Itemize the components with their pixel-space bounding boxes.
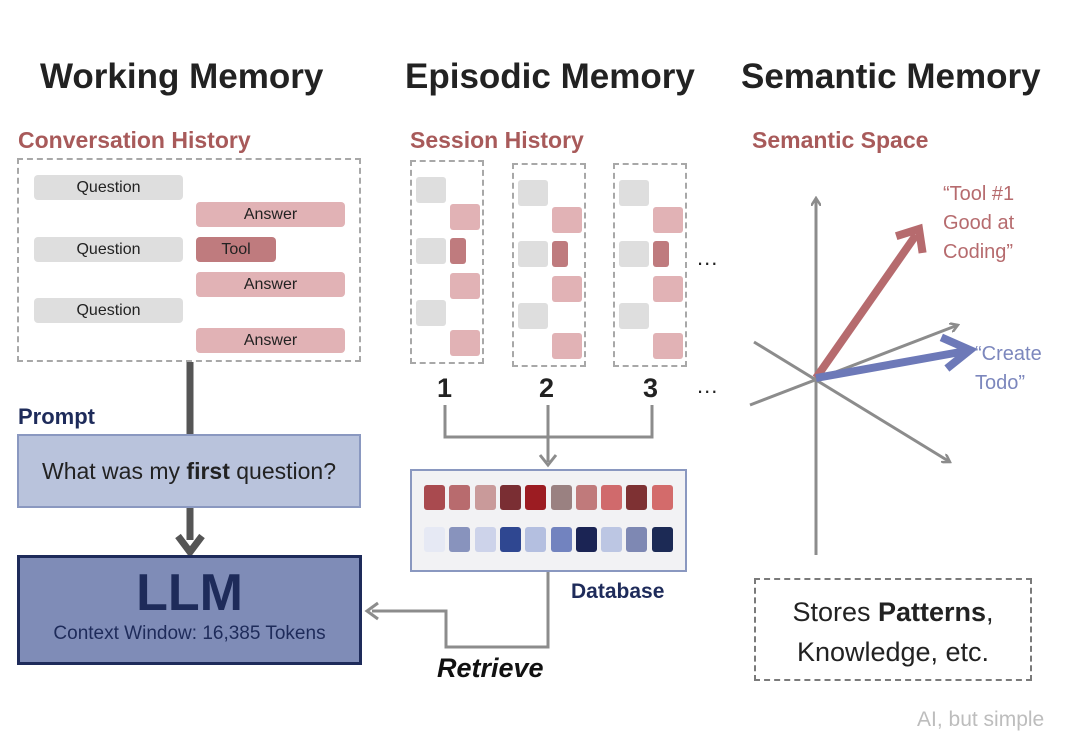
session-answer-block [552, 333, 582, 359]
database-cell [575, 527, 597, 552]
merge-to-database-arrowhead [538, 454, 558, 468]
answer-pill-3: Answer [196, 328, 345, 353]
session-answer-block [653, 333, 683, 359]
session-tool-block [450, 238, 466, 264]
question-pill-1: Question [34, 175, 183, 200]
database-cell [499, 485, 521, 510]
stores-text-line2: Knowledge, etc. [796, 637, 990, 667]
episodic-memory-title: Episodic Memory [405, 57, 695, 96]
stores-text-bold: Patterns [877, 597, 987, 627]
vector-create-todo-arrowhead [939, 333, 978, 372]
retrieve-arrowhead [364, 601, 379, 621]
vector-create-todo [815, 347, 967, 382]
session-question-block [518, 303, 548, 329]
database-cell [474, 527, 496, 552]
database-cell [575, 485, 597, 510]
session-answer-block [450, 204, 480, 230]
prompt-box: What was my first question? [17, 434, 361, 508]
llm-title: LLM [136, 564, 243, 622]
database-cell [651, 485, 673, 510]
conversation-history-title: Conversation History [18, 127, 251, 153]
prompt-text-bold: first [186, 457, 230, 484]
working-memory-title: Working Memory [40, 57, 324, 96]
question-pill-2: Question [34, 237, 183, 262]
session-history-title: Session History [410, 127, 584, 153]
session-question-block [518, 180, 548, 206]
session-panel-1 [410, 160, 484, 364]
prompt-text-end: question? [229, 457, 336, 484]
session-panel-2 [512, 163, 586, 367]
question-pill-3: Question [34, 298, 183, 323]
semantic-space-plot [749, 180, 978, 555]
tool-pill: Tool [196, 237, 276, 262]
database-cell [525, 527, 547, 552]
session-answer-block [653, 276, 683, 302]
stores-text-start: Stores [792, 597, 878, 627]
database-box [410, 469, 687, 572]
session-answer-block [552, 207, 582, 233]
retrieve-label: Retrieve [437, 653, 544, 683]
session-tool-block [653, 241, 669, 267]
vector-create-todo-label: “Create Todo” [975, 340, 1042, 398]
database-cell [550, 527, 572, 552]
axis-diagonal-up [749, 325, 958, 407]
database-cell [626, 527, 648, 552]
session-question-block [619, 180, 649, 206]
database-cell [449, 527, 471, 552]
session-tool-block [552, 241, 568, 267]
session-question-block [416, 238, 446, 264]
session-number-1: 1 [437, 373, 453, 403]
vector-label-line: “Create [975, 343, 1042, 365]
llm-box: LLM Context Window: 16,385 Tokens [17, 555, 362, 665]
session-panel-3 [613, 163, 687, 367]
database-cell [626, 485, 648, 510]
more-numbers-ellipsis: ... [697, 373, 719, 398]
answer-pill-1: Answer [196, 202, 345, 227]
vector-label-line: Coding” [943, 241, 1014, 263]
session-answer-block [450, 330, 480, 356]
answer-pill-2: Answer [196, 272, 345, 297]
prompt-to-llm-arrowhead [175, 533, 205, 558]
vector-tool-coding-arrowhead [894, 223, 927, 254]
database-cell [651, 527, 673, 552]
axis-diagonal-down [753, 340, 950, 462]
llm-context-window: Context Window: 16,385 Tokens [53, 623, 326, 644]
stores-patterns-box: Stores Patterns, Knowledge, etc. [754, 578, 1032, 681]
database-cell [474, 485, 496, 510]
session-number-2: 2 [539, 373, 555, 403]
retrieve-path [372, 572, 550, 649]
database-label: Database [571, 580, 665, 603]
vector-label-line: “Tool #1 [943, 183, 1015, 205]
database-cell [601, 485, 623, 510]
session-question-block [619, 241, 649, 267]
more-sessions-ellipsis: ... [697, 245, 719, 270]
session-number-3: 3 [643, 373, 659, 403]
stores-text-end: , [986, 597, 994, 627]
session-question-block [416, 177, 446, 203]
database-cell [424, 527, 445, 552]
footer-brand: AI, but simple [917, 708, 1045, 731]
session-answer-block [450, 273, 480, 299]
vector-tool-coding-label: “Tool #1 Good at Coding” [943, 180, 1014, 267]
session-question-block [416, 300, 446, 326]
database-cell [499, 527, 521, 552]
semantic-space-title: Semantic Space [752, 127, 929, 153]
database-cell [449, 485, 471, 510]
conversation-history-panel: Question Answer Question Tool Answer Que… [17, 158, 361, 362]
vector-label-line: Todo” [975, 372, 1026, 394]
database-cell [424, 485, 445, 510]
session-answer-block [552, 276, 582, 302]
session-answer-block [653, 207, 683, 233]
database-cell [525, 485, 547, 510]
database-cell [601, 527, 623, 552]
vector-label-line: Good at [943, 212, 1015, 234]
database-cell [550, 485, 572, 510]
session-question-block [518, 241, 548, 267]
semantic-memory-title: Semantic Memory [741, 57, 1041, 96]
vector-tool-coding [812, 232, 920, 381]
prompt-text-start: What was my [41, 457, 187, 484]
session-question-block [619, 303, 649, 329]
prompt-label: Prompt [18, 404, 95, 429]
